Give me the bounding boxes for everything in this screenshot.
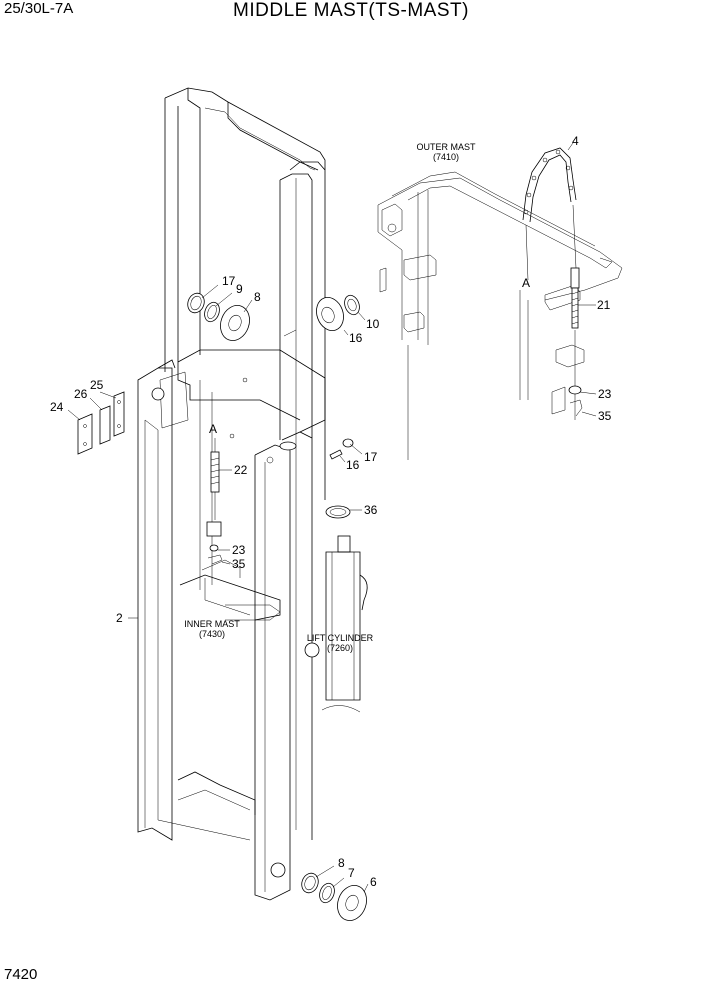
part-number: 36 bbox=[364, 503, 378, 517]
part-number: 7 bbox=[348, 866, 355, 880]
lift-cylinder-code: (7260) bbox=[327, 643, 353, 653]
part-number: 35 bbox=[232, 557, 246, 571]
part-number: 23 bbox=[598, 387, 612, 401]
part-number: 24 bbox=[50, 400, 64, 414]
lift-chain bbox=[522, 147, 577, 281]
lift-cylinder-label: LIFT CYLINDER bbox=[307, 633, 374, 643]
inner-mast-drawing bbox=[151, 349, 326, 901]
part-number: 17 bbox=[222, 274, 236, 288]
part-number: 16 bbox=[346, 458, 360, 472]
assembly-labels: OUTER MAST (7410) INNER MAST (7430) LIFT… bbox=[184, 142, 530, 653]
part-number: 16 bbox=[349, 331, 363, 345]
reference-mark-a: A bbox=[209, 422, 217, 436]
middle-mast-frame bbox=[137, 87, 326, 841]
reference-mark-a: A bbox=[522, 276, 530, 290]
page-number: 7420 bbox=[4, 966, 38, 983]
part-number: 10 bbox=[366, 317, 380, 331]
model-code: 25/30L-7A bbox=[4, 0, 74, 17]
part-number: 17 bbox=[364, 450, 378, 464]
part-number: 9 bbox=[236, 282, 243, 296]
page-title: MIDDLE MAST(TS-MAST) bbox=[233, 0, 469, 21]
roller-set-bottom bbox=[301, 872, 367, 921]
part-number: 23 bbox=[232, 543, 246, 557]
anchor-bolt-left bbox=[206, 438, 223, 565]
lift-cylinder-drawing bbox=[304, 535, 368, 713]
part-number: 21 bbox=[597, 298, 611, 312]
part-number: 26 bbox=[74, 387, 88, 401]
roller-set-top bbox=[187, 292, 250, 341]
inner-mast-code: (7430) bbox=[199, 629, 225, 639]
chain-anchor-bolt bbox=[570, 267, 580, 420]
outer-mast-drawing bbox=[377, 171, 623, 460]
part-number: 22 bbox=[234, 463, 248, 477]
roller-set-mid bbox=[316, 294, 360, 331]
inner-mast-label: INNER MAST bbox=[184, 619, 240, 629]
leader-lines bbox=[67, 142, 597, 893]
shim-parts bbox=[77, 391, 125, 455]
part-number: 35 bbox=[598, 409, 612, 423]
part-number: 6 bbox=[370, 875, 377, 889]
part-number: 8 bbox=[338, 856, 345, 870]
part-number: 25 bbox=[90, 378, 104, 392]
anchor-nut-right bbox=[568, 385, 583, 417]
pin-and-nut bbox=[325, 438, 354, 519]
part-numbers: 17 9 8 10 16 4 21 23 35 17 16 36 22 23 3… bbox=[50, 134, 612, 889]
part-number: 4 bbox=[572, 134, 579, 148]
part-number: 8 bbox=[254, 290, 261, 304]
outer-mast-label: OUTER MAST bbox=[416, 142, 476, 152]
outer-mast-code: (7410) bbox=[433, 152, 459, 162]
part-number: 2 bbox=[116, 611, 123, 625]
